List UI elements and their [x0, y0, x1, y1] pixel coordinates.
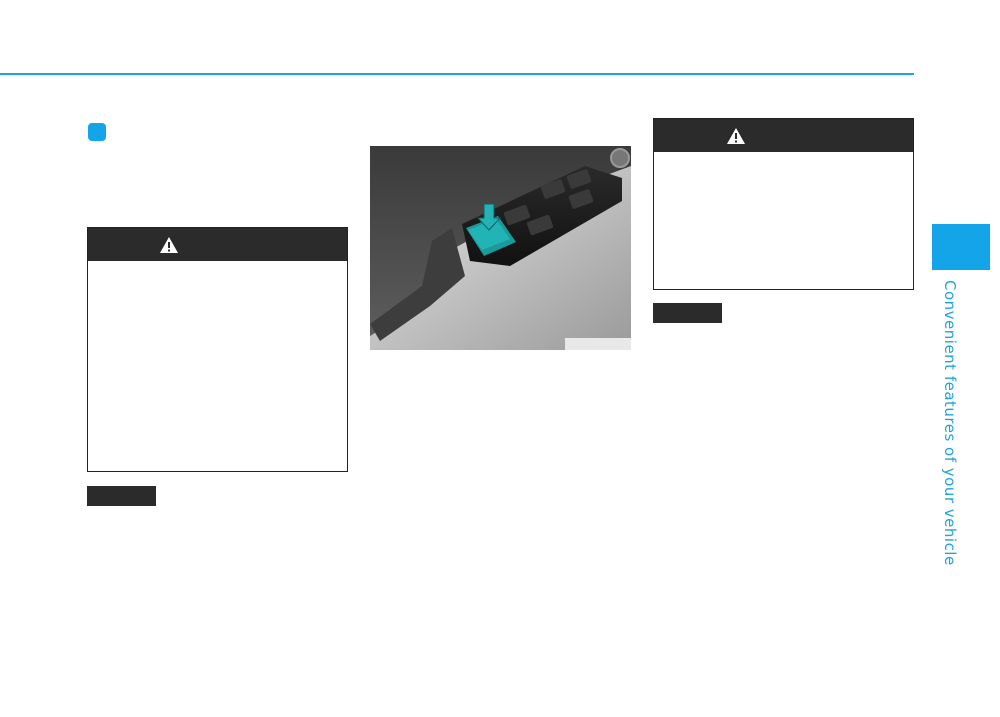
warning-triangle-icon	[88, 236, 179, 254]
chapter-tab	[932, 224, 990, 270]
chapter-label: Convenient features of your vehicle	[941, 280, 959, 566]
warning-box-right	[653, 118, 914, 290]
warning-triangle-icon	[654, 127, 746, 145]
warning-header-left	[88, 228, 347, 261]
warning-header-right	[654, 119, 913, 152]
label-tag-left	[87, 486, 156, 506]
label-tag-right	[653, 303, 722, 323]
window-switch-photo	[370, 146, 631, 350]
section-bullet	[88, 123, 106, 141]
warning-box-left	[87, 227, 348, 472]
header-rule	[0, 73, 914, 75]
